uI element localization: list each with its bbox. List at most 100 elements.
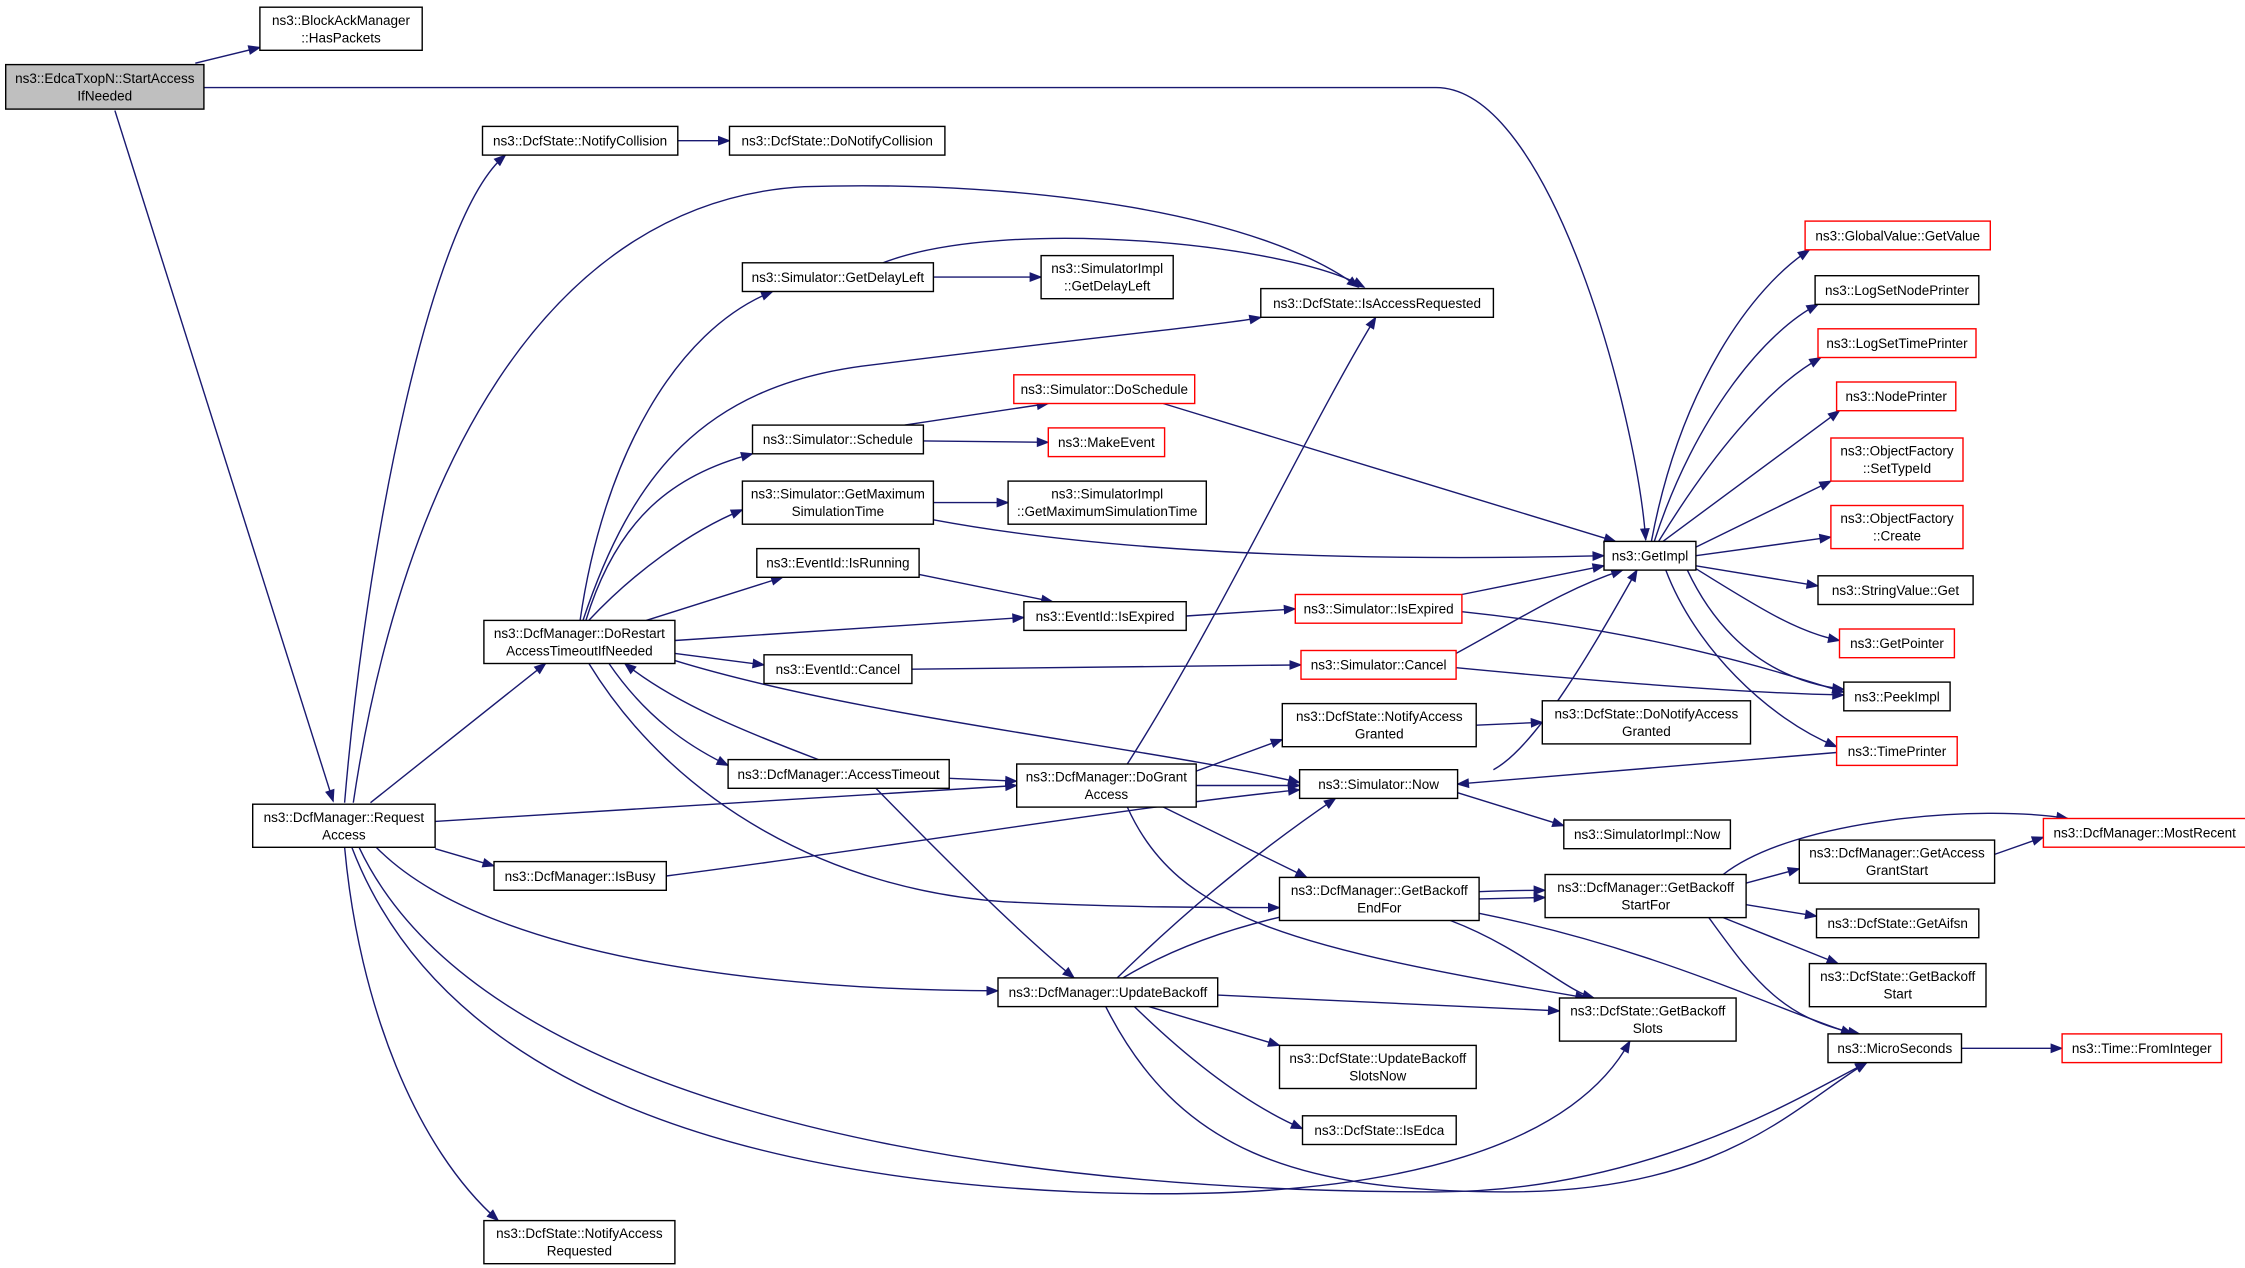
node-label: ns3::TimePrinter bbox=[1848, 744, 1947, 759]
node-label: ns3::Time::FromInteger bbox=[2072, 1041, 2212, 1056]
node-logSetTimePrinter[interactable]: ns3::LogSetTimePrinter bbox=[1817, 328, 1977, 359]
node-implNow[interactable]: ns3::SimulatorImpl::Now bbox=[1563, 819, 1732, 850]
node-box bbox=[1603, 540, 1697, 571]
node-makeEvent[interactable]: ns3::MakeEvent bbox=[1047, 427, 1166, 458]
node-box bbox=[1013, 374, 1196, 405]
edge-simIsExpired-to-getImpl bbox=[1461, 565, 1605, 596]
edge-simIsExpired-to-peekImpl bbox=[1461, 611, 1845, 693]
arrowhead-getBackoffStartFor-to-getBackoffStart bbox=[1825, 954, 1840, 965]
node-label: ns3::DcfManager::GetBackoff bbox=[1291, 883, 1468, 898]
node-getAifsn[interactable]: ns3::DcfState::GetAifsn bbox=[1815, 908, 1980, 939]
edge-getImpl-to-logSetNodePrinter bbox=[1653, 303, 1819, 542]
node-getPointer[interactable]: ns3::GetPointer bbox=[1838, 628, 1956, 659]
arrowhead-getDelayLeft-to-implGetDelayLeft bbox=[1029, 272, 1043, 283]
node-notifyCollision[interactable]: ns3::DcfState::NotifyCollision bbox=[481, 125, 679, 156]
node-label: ns3::GetPointer bbox=[1850, 636, 1944, 651]
node-box bbox=[1808, 962, 1987, 1008]
arrowhead-getImpl-to-nodePrinter bbox=[1827, 409, 1841, 422]
node-stringValueGet[interactable]: ns3::StringValue::Get bbox=[1817, 575, 1974, 606]
arrowhead-accessTimeout-to-doRestart bbox=[623, 662, 637, 675]
node-isBusy[interactable]: ns3::DcfManager::IsBusy bbox=[493, 860, 668, 891]
node-label: StartFor bbox=[1621, 898, 1670, 913]
edge-getImpl-to-stringValueGet bbox=[1695, 565, 1819, 587]
node-box bbox=[1278, 1044, 1477, 1090]
node-implGetMaxSimTime[interactable]: ns3::SimulatorImpl::GetMaximumSimulation… bbox=[1007, 480, 1207, 525]
arrowhead-requestAccess-to-isBusy bbox=[481, 857, 496, 868]
arrowhead-doGrantAccess-to-isAccessRequested bbox=[1365, 316, 1377, 330]
node-implGetDelayLeft[interactable]: ns3::SimulatorImpl::GetDelayLeft bbox=[1040, 254, 1174, 300]
node-simCancel[interactable]: ns3::Simulator::Cancel bbox=[1300, 649, 1457, 680]
node-getDelayLeft[interactable]: ns3::Simulator::GetDelayLeft bbox=[741, 262, 935, 293]
node-nodePrinter[interactable]: ns3::NodePrinter bbox=[1835, 381, 1957, 412]
node-simIsExpired[interactable]: ns3::Simulator::IsExpired bbox=[1294, 593, 1463, 624]
node-logSetNodePrinter[interactable]: ns3::LogSetNodePrinter bbox=[1814, 275, 1980, 306]
node-box bbox=[1278, 876, 1480, 922]
node-timePrinter[interactable]: ns3::TimePrinter bbox=[1835, 736, 1958, 767]
edge-requestAccess-to-microSeconds bbox=[358, 846, 1868, 1193]
node-box bbox=[4, 63, 205, 110]
node-mostRecent[interactable]: ns3::DcfManager::MostRecent bbox=[2042, 817, 2245, 848]
edge-getImpl-to-timePrinter bbox=[1665, 569, 1837, 748]
node-eventIsExpired[interactable]: ns3::EventId::IsExpired bbox=[1023, 601, 1187, 632]
node-fromInteger[interactable]: ns3::Time::FromInteger bbox=[2061, 1033, 2223, 1064]
node-updateBackoff[interactable]: ns3::DcfManager::UpdateBackoff bbox=[997, 977, 1219, 1008]
node-label: Slots bbox=[1633, 1021, 1663, 1036]
node-box bbox=[493, 860, 668, 891]
node-schedule[interactable]: ns3::Simulator::Schedule bbox=[751, 424, 925, 455]
node-microSeconds[interactable]: ns3::MicroSeconds bbox=[1827, 1033, 1963, 1064]
node-factorySetTypeId[interactable]: ns3::ObjectFactory::SetTypeId bbox=[1830, 437, 1964, 482]
arrowhead-doRestart-to-schedule bbox=[740, 452, 754, 462]
node-globalGetValue[interactable]: ns3::GlobalValue::GetValue bbox=[1804, 220, 1991, 251]
node-simNow[interactable]: ns3::Simulator::Now bbox=[1298, 769, 1459, 800]
node-hasPackets[interactable]: ns3::BlockAckManager::HasPackets bbox=[259, 6, 423, 51]
arrowhead-requestAccess-to-updateBackoff bbox=[986, 985, 1000, 996]
node-isAccessRequested[interactable]: ns3::DcfState::IsAccessRequested bbox=[1260, 287, 1495, 319]
arrowhead-requestAccess-to-getBackoffSlots bbox=[1620, 1039, 1631, 1054]
node-accessTimeout[interactable]: ns3::DcfManager::AccessTimeout bbox=[727, 758, 950, 789]
node-factoryCreate[interactable]: ns3::ObjectFactory::Create bbox=[1830, 504, 1964, 550]
node-getImpl[interactable]: ns3::GetImpl bbox=[1603, 540, 1697, 571]
node-label: ns3::DcfManager::GetBackoff bbox=[1557, 880, 1734, 895]
edge-getMaxSimTime-to-getImpl bbox=[933, 519, 1605, 559]
node-doRestart[interactable]: ns3::DcfManager::DoRestartAccessTimeoutI… bbox=[483, 619, 676, 665]
node-box bbox=[1023, 601, 1187, 632]
arrowhead-getImpl-to-timePrinter bbox=[1824, 737, 1838, 748]
node-doNotifyCollision[interactable]: ns3::DcfState::DoNotifyCollision bbox=[728, 125, 946, 156]
arrowhead-updateBackoff-to-microSeconds bbox=[1854, 1061, 1868, 1073]
node-doSchedule[interactable]: ns3::Simulator::DoSchedule bbox=[1013, 374, 1196, 405]
node-box bbox=[1298, 769, 1459, 800]
node-getMaxSimTime[interactable]: ns3::Simulator::GetMaximumSimulationTime bbox=[741, 480, 935, 525]
node-box bbox=[1843, 681, 1951, 712]
node-isEdca[interactable]: ns3::DcfState::IsEdca bbox=[1301, 1115, 1457, 1146]
node-eventCancel[interactable]: ns3::EventId::Cancel bbox=[763, 654, 913, 685]
node-peekImpl[interactable]: ns3::PeekImpl bbox=[1843, 681, 1951, 712]
node-label: AccessTimeoutIfNeeded bbox=[506, 643, 653, 658]
node-box bbox=[1817, 328, 1977, 359]
node-box bbox=[483, 619, 676, 665]
arrowhead-simIsExpired-to-getImpl bbox=[1591, 563, 1606, 573]
edge-getBackoffStartFor-to-getAifsn bbox=[1746, 904, 1817, 917]
arrowhead-notifyCollision-to-doNotifyCollision bbox=[718, 135, 731, 146]
arrowhead-updateBackoff-to-updateBackoffSlotsNow bbox=[1267, 1037, 1281, 1047]
node-box bbox=[2061, 1033, 2223, 1064]
node-label: ns3::GetImpl bbox=[1612, 549, 1689, 564]
node-isRunning[interactable]: ns3::EventId::IsRunning bbox=[756, 547, 920, 578]
node-label: ::GetMaximumSimulationTime bbox=[1017, 504, 1197, 519]
edge-doRestart-to-accessTimeout bbox=[608, 663, 729, 767]
node-box bbox=[1814, 275, 1980, 306]
arrowhead-simNow-to-implNow bbox=[1551, 817, 1566, 827]
edge-doGrantAccess-to-isAccessRequested bbox=[1126, 317, 1377, 765]
